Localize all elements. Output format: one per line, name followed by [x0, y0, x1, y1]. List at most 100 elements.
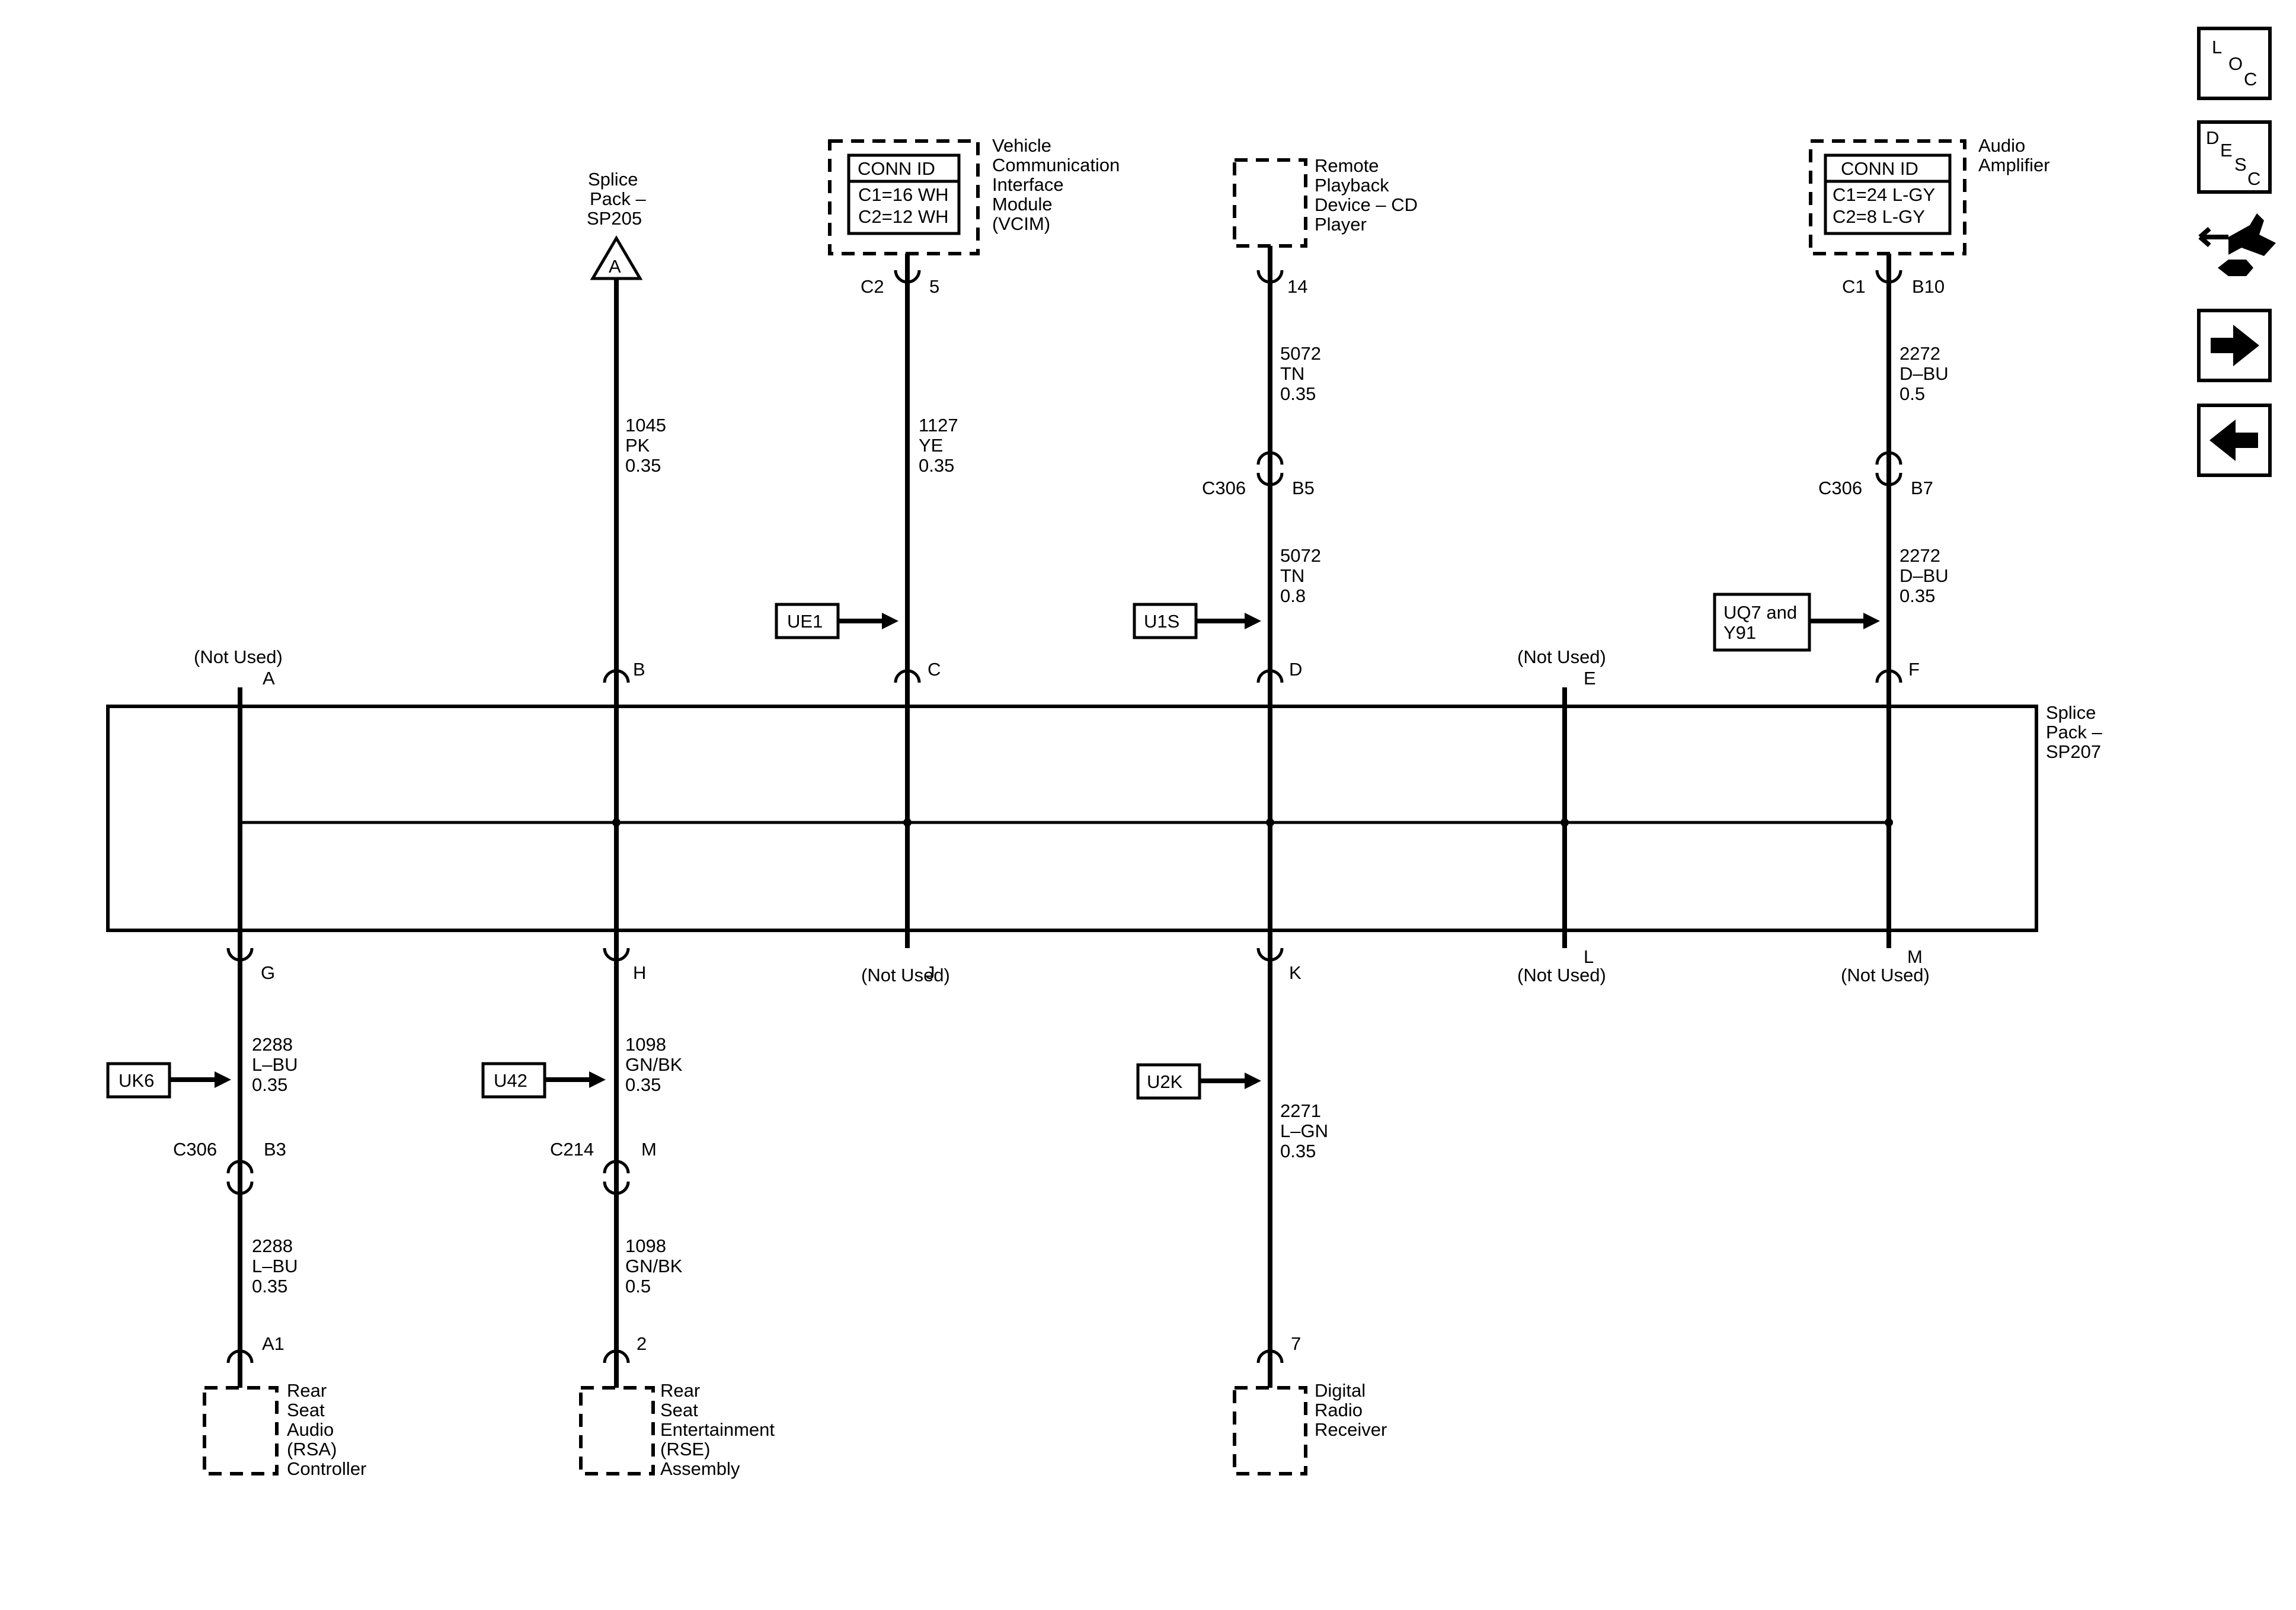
- wire-k-color: L–GN: [1280, 1121, 1328, 1141]
- inline-g-pin: B3: [264, 1139, 286, 1160]
- wire-h2-size: 0.5: [625, 1276, 651, 1297]
- wire-g2-circuit: 2288: [252, 1235, 293, 1256]
- cd-name-2: Playback: [1315, 175, 1389, 196]
- wire-d1-color: TN: [1280, 363, 1304, 384]
- wire-f2-size: 0.35: [1900, 585, 1935, 606]
- inline-f-connector: C306: [1818, 478, 1862, 498]
- previous-arrow-icon: [2209, 420, 2258, 461]
- vcim-connector: C2: [861, 276, 884, 297]
- pin-e-not-used: (Not Used): [1517, 646, 1606, 667]
- rsa-name-2: Seat: [287, 1400, 325, 1420]
- rse-name-3: Entertainment: [660, 1419, 775, 1440]
- previous-button[interactable]: [2197, 404, 2272, 477]
- wire-k-circuit: 2271: [1280, 1100, 1321, 1121]
- circuit-e-l: (Not Used) E L (Not Used): [1517, 646, 1606, 985]
- wire-d2-circuit: 5072: [1280, 545, 1321, 566]
- wire-h1-size: 0.35: [625, 1074, 661, 1095]
- amp-name-2: Amplifier: [1978, 155, 2050, 175]
- wire-g2-color: L–BU: [252, 1256, 298, 1276]
- rse-assembly: Rear Seat Entertainment (RSE) Assembly: [579, 1380, 775, 1479]
- inline-f-pin: B7: [1911, 478, 1933, 498]
- vcim-pin: 5: [929, 276, 939, 297]
- u42-label: U42: [494, 1070, 527, 1091]
- uk6-option[interactable]: UK6: [106, 1062, 231, 1099]
- sp207-label-line3: SP207: [2046, 741, 2101, 762]
- drr-pin: 7: [1291, 1333, 1301, 1354]
- rse-pin: 2: [637, 1333, 647, 1354]
- uq7-option[interactable]: UQ7 and Y91: [1713, 593, 1880, 652]
- pin-k: K: [1289, 962, 1302, 983]
- u2k-option[interactable]: U2K: [1136, 1063, 1261, 1100]
- uq7-label-1: UQ7 and: [1723, 602, 1797, 623]
- amp-conn-row-2: C2=8 L-GY: [1833, 206, 1925, 227]
- sp207-label-line2: Pack –: [2046, 722, 2103, 742]
- inline-g-connector: C306: [173, 1139, 217, 1160]
- pin-j: J: [926, 962, 935, 983]
- circuit-d: 14 5072 TN 0.35 C306 B5 5072 TN 0.8 D K …: [1202, 246, 1328, 1388]
- wire-f1-color: D–BU: [1900, 363, 1949, 384]
- wire-h1-circuit: 1098: [625, 1034, 666, 1055]
- wire-h1-color: GN/BK: [625, 1054, 683, 1075]
- wire-h2-color: GN/BK: [625, 1256, 683, 1276]
- pin-a: A: [263, 668, 275, 689]
- desc-icon-s: S: [2234, 154, 2247, 175]
- vcim-name-3: Interface: [992, 174, 1064, 195]
- pin-a-not-used: (Not Used): [194, 646, 283, 667]
- amp-pin: B10: [1912, 276, 1945, 297]
- next-button[interactable]: [2197, 309, 2272, 382]
- inline-h-connector: C214: [550, 1139, 594, 1160]
- wire-b-size: 0.35: [625, 455, 661, 476]
- desc-button[interactable]: D E S C: [2197, 120, 2272, 194]
- pin-l-not-used: (Not Used): [1517, 965, 1606, 985]
- inline-h-pin: M: [641, 1139, 657, 1160]
- pin-h: H: [633, 962, 646, 983]
- wire-d2-size: 0.8: [1280, 585, 1306, 606]
- wire-k-size: 0.35: [1280, 1141, 1316, 1161]
- vcim-conn-header: CONN ID: [858, 158, 935, 179]
- vcim-name-5: (VCIM): [992, 213, 1050, 234]
- rsa-controller: Rear Seat Audio (RSA) Controller: [203, 1380, 366, 1479]
- sp205-label-2: Pack –: [590, 188, 647, 209]
- wire-f1-size: 0.5: [1900, 383, 1925, 404]
- rsa-pin: A1: [262, 1333, 284, 1354]
- pin-j-not-used: (Not Used): [861, 965, 950, 985]
- connector-repair-icon[interactable]: [2198, 213, 2276, 276]
- circuit-a: (Not Used) A: [194, 646, 283, 930]
- uk6-label: UK6: [119, 1070, 154, 1091]
- pin-l: L: [1584, 946, 1594, 967]
- pin-b: B: [633, 659, 645, 680]
- digital-radio-receiver: Digital Radio Receiver: [1233, 1380, 1387, 1475]
- wire-h2-circuit: 1098: [625, 1235, 666, 1256]
- wire-b-color: PK: [625, 435, 650, 456]
- drr-name-2: Radio: [1315, 1400, 1363, 1420]
- rsa-name-3: Audio: [287, 1419, 334, 1440]
- sp205-label-3: SP205: [587, 208, 642, 229]
- ue1-option[interactable]: UE1: [775, 603, 898, 639]
- inline-d-pin: B5: [1292, 478, 1315, 498]
- u1s-option[interactable]: U1S: [1133, 603, 1261, 639]
- wire-d2-color: TN: [1280, 565, 1304, 586]
- loc-icon-c: C: [2244, 69, 2257, 89]
- next-arrow-icon: [2211, 325, 2259, 366]
- u42-option[interactable]: U42: [481, 1062, 606, 1099]
- rse-name-5: Assembly: [660, 1458, 740, 1479]
- pin-d: D: [1289, 659, 1302, 680]
- vcim-conn-row-1: C1=16 WH: [858, 184, 948, 205]
- wire-f2-circuit: 2272: [1900, 545, 1940, 566]
- rse-name-4: (RSE): [660, 1439, 710, 1459]
- wire-f2-color: D–BU: [1900, 565, 1949, 586]
- wire-d1-size: 0.35: [1280, 383, 1316, 404]
- pin-e: E: [1584, 668, 1596, 689]
- wire-g2-size: 0.35: [252, 1276, 287, 1297]
- drr-name-3: Receiver: [1315, 1419, 1387, 1440]
- uq7-label-2: Y91: [1723, 622, 1756, 643]
- sp205-marker: A: [609, 256, 621, 277]
- amp-name-1: Audio: [1978, 135, 2025, 156]
- wire-g1-size: 0.35: [252, 1074, 287, 1095]
- circuit-f: C1 B10 2272 D–BU 0.5 C306 B7 2272 D–BU 0…: [1818, 254, 1949, 985]
- u2k-label: U2K: [1147, 1071, 1183, 1092]
- cd-name-1: Remote: [1315, 155, 1379, 176]
- loc-button[interactable]: L O C: [2197, 27, 2272, 100]
- vcim-name-2: Communication: [992, 155, 1120, 175]
- vcim-name-4: Module: [992, 194, 1053, 215]
